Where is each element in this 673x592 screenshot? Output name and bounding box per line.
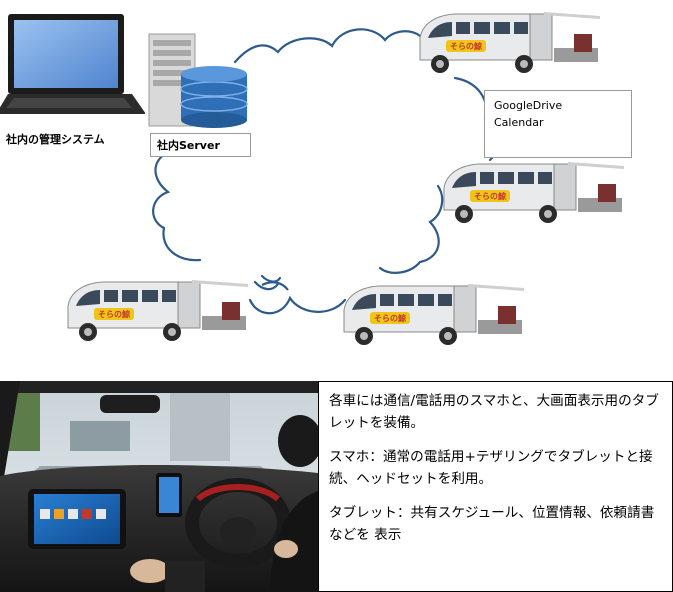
calendar-label: Calendar [494, 116, 544, 129]
car-interior-illustration [0, 381, 318, 592]
description-line-3: タブレット：共有スケジュール、位置情報、依頼請書 などを 表示 [329, 505, 655, 543]
van-4-logo: そらの鯨 [374, 313, 406, 323]
van-1-logo: そらの鯨 [450, 41, 482, 51]
driver-figure [270, 415, 318, 592]
van-3-logo: そらの鯨 [98, 309, 130, 319]
van-4-icon: そらの鯨 [343, 284, 524, 345]
label-internal-server: 社内Server [150, 133, 251, 157]
van-1-icon: そらの鯨 [419, 12, 600, 73]
van-3-icon: そらの鯨 [67, 280, 248, 341]
description-line-2: スマホ：通常の電話用+テザリングでタブレットと接続、ヘッドセットを利用。 [329, 449, 653, 487]
laptop-icon [0, 14, 145, 114]
tablet-icon [28, 489, 126, 549]
smartphone-icon [156, 473, 182, 517]
description-line-1: 各車には通信/電話用のスマホと、大画面表示用のタブレットを装備。 [329, 393, 659, 431]
car-interior-photo [0, 381, 318, 592]
description-panel: 各車には通信/電話用のスマホと、大画面表示用のタブレットを装備。 スマホ：通常の… [318, 381, 673, 592]
label-internal-system: 社内の管理システム [0, 128, 140, 150]
google-drive-label: GoogleDrive [494, 99, 563, 112]
cloud-link [261, 281, 289, 291]
google-drive-calendar-box: GoogleDrive Calendar [484, 90, 632, 158]
van-2-logo: そらの鯨 [474, 191, 506, 201]
server-icon [148, 33, 248, 128]
database-icon [180, 66, 248, 128]
van-2-icon: そらの鯨 [443, 162, 624, 223]
